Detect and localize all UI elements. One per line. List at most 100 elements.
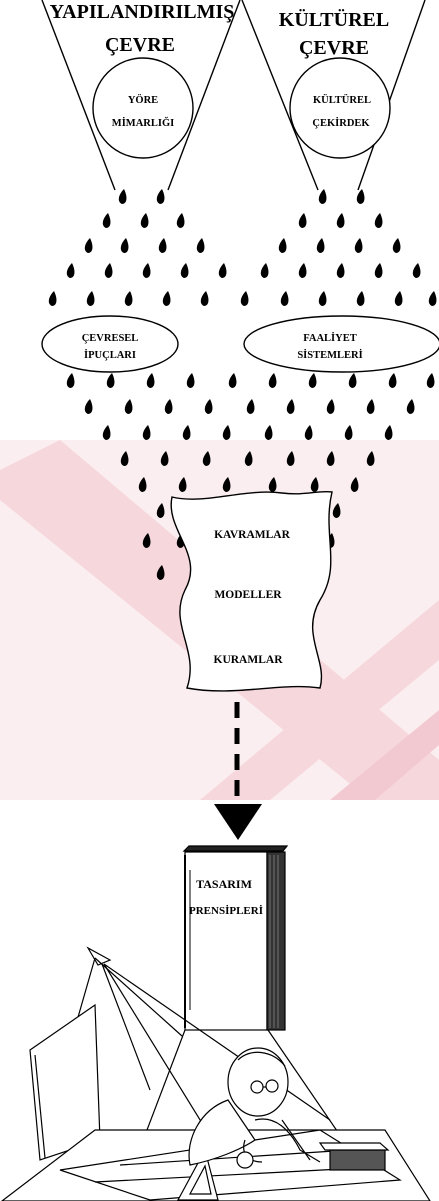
- droplet: [298, 263, 307, 278]
- droplet: [412, 263, 421, 278]
- droplet: [426, 373, 435, 388]
- droplet: [280, 291, 289, 306]
- droplet: [304, 425, 313, 440]
- droplet: [158, 238, 167, 253]
- right-core-line1: KÜLTÜREL: [313, 93, 371, 106]
- drafting-scene: [1, 946, 431, 1201]
- droplet: [156, 565, 165, 580]
- droplet: [180, 263, 189, 278]
- droplet: [326, 399, 335, 414]
- book-line1: TASARIM: [196, 877, 252, 891]
- left-core-line2: MİMARLIĞI: [112, 116, 174, 129]
- droplet: [268, 373, 277, 388]
- left-core-line1: YÖRE: [128, 93, 158, 106]
- droplet: [298, 213, 307, 228]
- droplet: [142, 425, 151, 440]
- right-core-line2: ÇEKİRDEK: [312, 117, 370, 129]
- droplet: [178, 477, 187, 492]
- droplet: [308, 373, 317, 388]
- droplet: [356, 189, 365, 204]
- droplet: [354, 238, 363, 253]
- droplet: [48, 291, 57, 306]
- droplet: [310, 477, 319, 492]
- droplet: [366, 399, 375, 414]
- droplet: [240, 291, 249, 306]
- droplet: [204, 399, 213, 414]
- droplet: [156, 189, 165, 204]
- book-line2: PRENSİPLERİ: [189, 905, 263, 917]
- right-title-line2: ÇEVRE: [299, 37, 369, 59]
- droplet: [66, 263, 75, 278]
- droplet: [332, 503, 341, 518]
- droplet: [124, 399, 133, 414]
- droplet: [102, 425, 111, 440]
- droplet: [286, 399, 295, 414]
- droplet: [326, 451, 335, 466]
- droplet: [186, 373, 195, 388]
- droplet: [428, 291, 437, 306]
- droplet-field: [48, 189, 437, 580]
- paper-item3: KURAMLAR: [214, 654, 284, 666]
- droplet: [118, 189, 127, 204]
- droplet: [86, 291, 95, 306]
- droplet: [350, 477, 359, 492]
- left-ellipse-line1: ÇEVRESEL: [82, 333, 139, 344]
- left-title-line1: YAPILANDIRILMIŞ: [50, 1, 235, 23]
- droplet: [244, 451, 253, 466]
- droplet: [344, 425, 353, 440]
- droplet: [222, 477, 231, 492]
- droplet: [218, 263, 227, 278]
- droplet: [164, 399, 173, 414]
- right-ellipse: [243, 315, 439, 373]
- droplet: [120, 451, 129, 466]
- paper-item1: KAVRAMLAR: [214, 529, 291, 541]
- droplet: [228, 373, 237, 388]
- droplet: [196, 238, 205, 253]
- droplet: [140, 213, 149, 228]
- right-ellipse-line2: SİSTEMLERİ: [297, 349, 362, 361]
- droplet: [394, 291, 403, 306]
- droplet: [260, 263, 269, 278]
- book-icon: [182, 845, 289, 1031]
- droplet: [124, 291, 133, 306]
- droplet: [84, 399, 93, 414]
- left-ellipse: [41, 315, 179, 373]
- droplet: [286, 451, 295, 466]
- left-title-line2: ÇEVRE: [105, 34, 175, 56]
- droplet: [142, 263, 151, 278]
- paper-item2: MODELLER: [214, 589, 282, 601]
- droplet: [406, 399, 415, 414]
- droplet: [384, 425, 393, 440]
- droplet: [162, 291, 171, 306]
- droplet: [392, 238, 401, 253]
- left-funnel: [41, 0, 241, 191]
- droplet: [102, 213, 111, 228]
- droplet: [336, 213, 345, 228]
- droplet: [120, 238, 129, 253]
- droplet: [156, 503, 165, 518]
- droplet: [336, 263, 345, 278]
- droplet: [84, 238, 93, 253]
- droplet: [200, 291, 209, 306]
- droplet: [106, 373, 115, 388]
- droplet: [356, 291, 365, 306]
- droplet: [222, 425, 231, 440]
- droplet: [278, 238, 287, 253]
- droplet: [142, 533, 151, 548]
- droplet: [202, 451, 211, 466]
- droplet: [264, 425, 273, 440]
- right-title-line1: KÜLTÜREL: [279, 8, 389, 31]
- paper-sheet: [170, 490, 333, 692]
- droplet: [268, 477, 277, 492]
- droplet: [388, 373, 397, 388]
- droplet: [160, 451, 169, 466]
- droplet: [374, 263, 383, 278]
- droplet: [146, 373, 155, 388]
- droplet: [138, 477, 147, 492]
- droplet: [318, 189, 327, 204]
- droplet: [318, 291, 327, 306]
- droplet: [366, 451, 375, 466]
- dashed-arrow: [214, 702, 262, 840]
